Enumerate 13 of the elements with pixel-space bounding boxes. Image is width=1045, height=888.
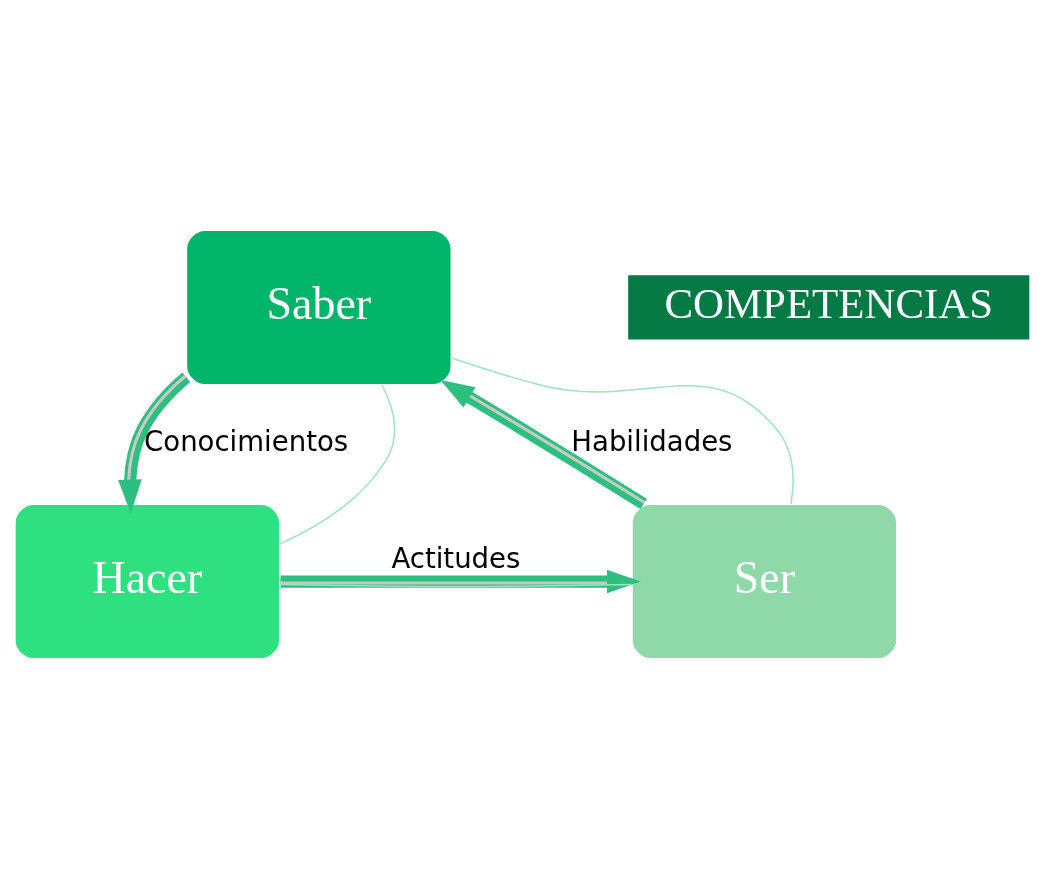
connector [279,383,396,544]
node-box: Hacer [14,502,281,660]
arrow [440,379,647,509]
node-box: Ser [631,502,898,660]
node-box: Saber [185,228,453,386]
edge-label: Habilidades [571,424,733,457]
node-box: COMPETENCIAS [626,273,1031,341]
connector [450,356,794,505]
edge-label: Conocimientos [144,424,349,457]
connector [279,583,633,587]
edge-label: Actitudes [391,541,521,574]
arrow [280,569,641,593]
arrow [118,372,191,513]
